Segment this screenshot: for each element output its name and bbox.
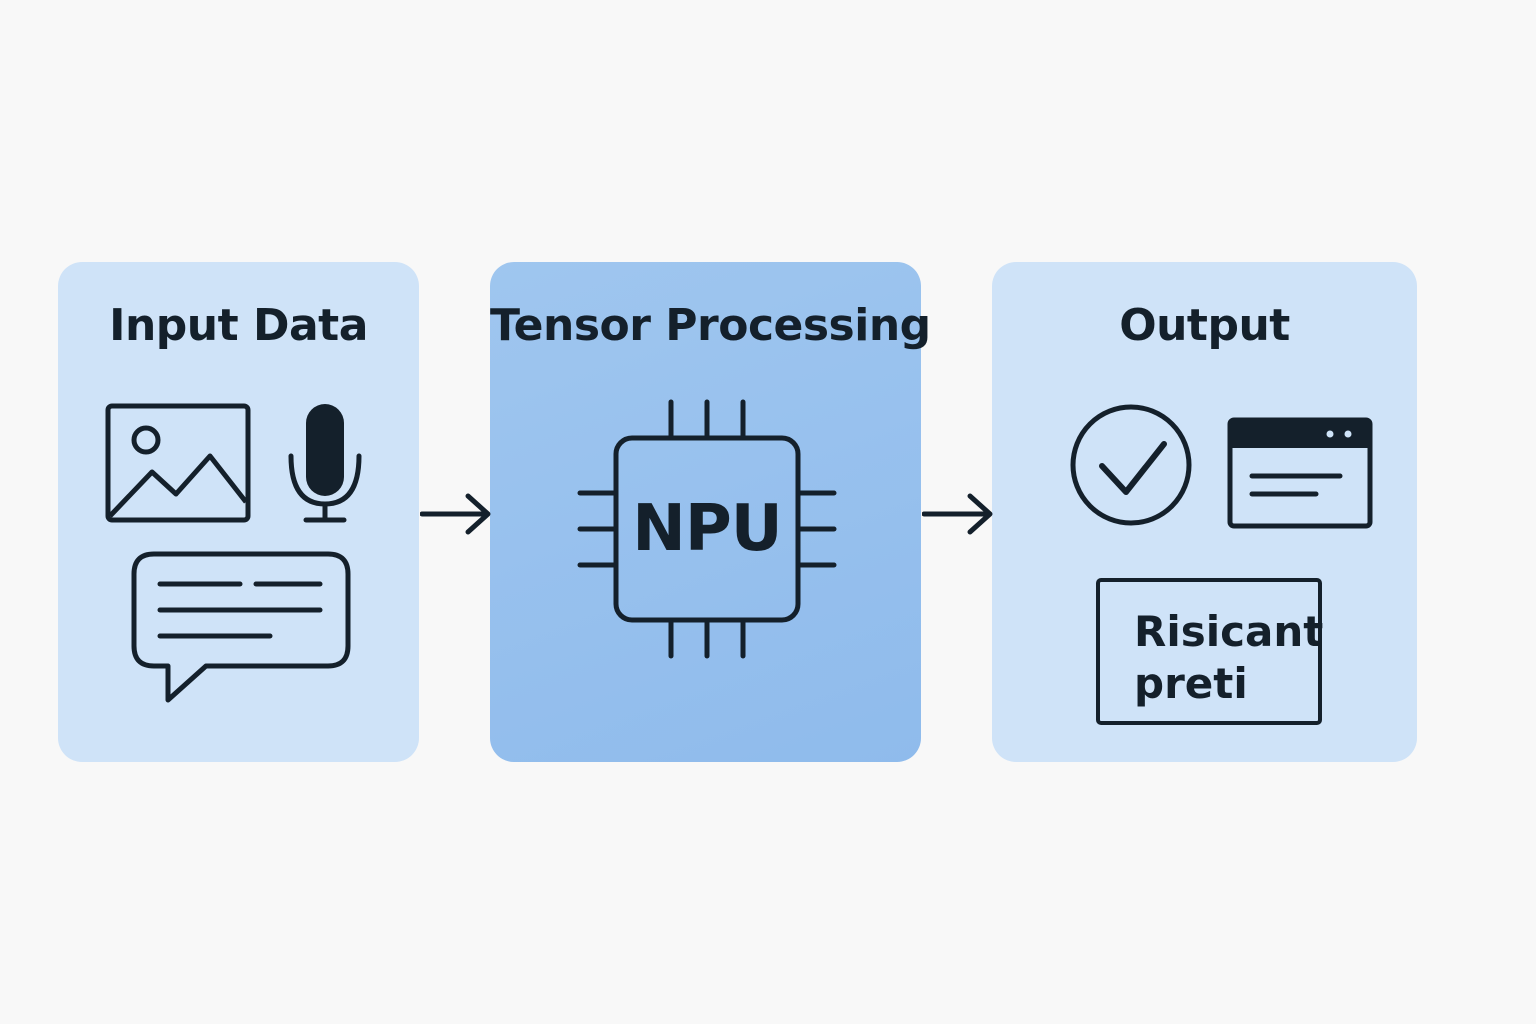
output-title: Output	[1119, 300, 1290, 351]
checkmark-circle-icon	[1070, 404, 1192, 526]
tensor-processing-panel: Tensor Processing	[490, 262, 931, 762]
tensor-processing-title: Tensor Processing	[490, 300, 931, 351]
image-icon	[105, 403, 251, 523]
chat-bubble-icon	[131, 551, 351, 703]
result-card: Risicant preti	[1096, 578, 1324, 725]
output-panel: Output	[992, 262, 1417, 762]
result-line-1: Risicant	[1134, 607, 1324, 656]
npu-label: NPU	[632, 492, 782, 566]
chip-icon	[577, 399, 837, 659]
arrow-input-to-processing	[420, 493, 491, 535]
input-data-title: Input Data	[109, 300, 368, 351]
browser-window-icon	[1227, 417, 1373, 529]
microphone-icon	[288, 404, 362, 523]
result-line-2: preti	[1134, 659, 1248, 708]
input-data-panel: Input Data	[58, 262, 419, 762]
arrow-processing-to-output	[922, 493, 993, 535]
